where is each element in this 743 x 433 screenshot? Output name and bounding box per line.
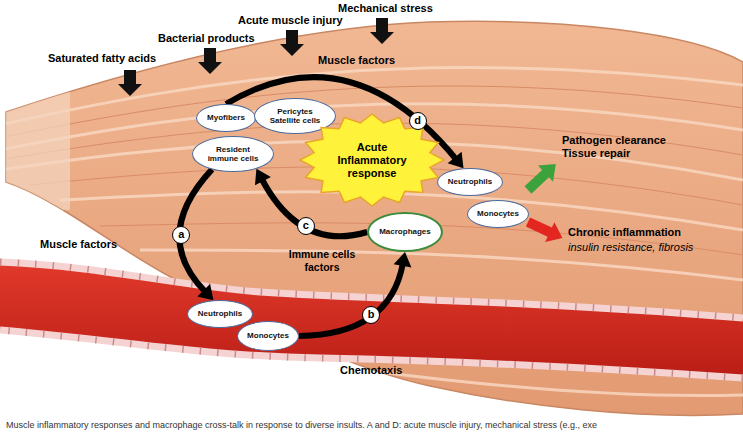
insult-arrow xyxy=(370,18,394,44)
cell-oval: Myofibers xyxy=(196,104,256,132)
endothelium-joints xyxy=(0,330,743,378)
insult-arrow xyxy=(118,70,142,96)
arrowhead xyxy=(448,152,464,169)
outcome-arrow xyxy=(523,212,567,248)
callout-letter: c xyxy=(297,217,315,235)
blood-vessel xyxy=(0,262,743,378)
cell-oval: Macrophages xyxy=(367,212,443,252)
signal-label: Chemotaxis xyxy=(340,364,402,377)
arrow-shaft xyxy=(299,263,403,336)
arrowhead xyxy=(394,252,412,267)
node-label: Monocytes xyxy=(247,331,289,341)
cell-oval: Resident immune cells xyxy=(192,136,274,172)
chronic-arrow xyxy=(523,212,567,248)
tendon xyxy=(0,90,70,210)
node-label: Neutrophils xyxy=(198,309,242,319)
cell-oval: Monocytes xyxy=(237,321,299,351)
node-label: Macrophages xyxy=(379,227,431,237)
insult-label: Acute muscle injury xyxy=(238,14,343,27)
signal-label: Muscle factors xyxy=(40,238,117,251)
insult-label: Saturated fatty acids xyxy=(48,52,156,65)
node-label: Pericytes Satellite cells xyxy=(267,107,323,126)
signal-label: Immune cells factors xyxy=(280,248,364,274)
cell-oval: Monocytes xyxy=(467,200,529,228)
node-label: Monocytes xyxy=(477,209,519,219)
node-label: Resident immune cells xyxy=(205,145,261,164)
arrowhead xyxy=(255,169,271,186)
cell-oval: Neutrophils xyxy=(187,300,253,328)
insult-arrow xyxy=(280,30,304,56)
callout-letter: b xyxy=(362,306,380,324)
signal-label: Muscle factors xyxy=(318,54,395,67)
insult-label: Mechanical stress xyxy=(338,2,433,15)
muscle-striations xyxy=(0,67,743,395)
outcome-label: insulin resistance, fibrosis xyxy=(568,241,693,254)
arrowhead xyxy=(197,284,213,300)
repair-arrow xyxy=(520,156,563,198)
outcome-label: Pathogen clearance Tissue repair xyxy=(562,134,680,160)
fiber-line xyxy=(140,250,743,280)
node-label: Neutrophils xyxy=(448,177,492,187)
cell-oval: Neutrophils xyxy=(437,168,503,196)
endothelium xyxy=(0,330,743,378)
figure-caption: Muscle inflammatory responses and macrop… xyxy=(6,420,597,431)
insult-label: Bacterial products xyxy=(158,32,255,45)
outcome-label: Chronic inflammation xyxy=(568,226,681,239)
outcome-arrow xyxy=(520,156,563,198)
node-label: Myofibers xyxy=(207,113,245,123)
insult-arrow xyxy=(198,48,222,74)
node-label: Acute Inflammatory response xyxy=(330,141,414,180)
fiber-line xyxy=(0,141,743,180)
